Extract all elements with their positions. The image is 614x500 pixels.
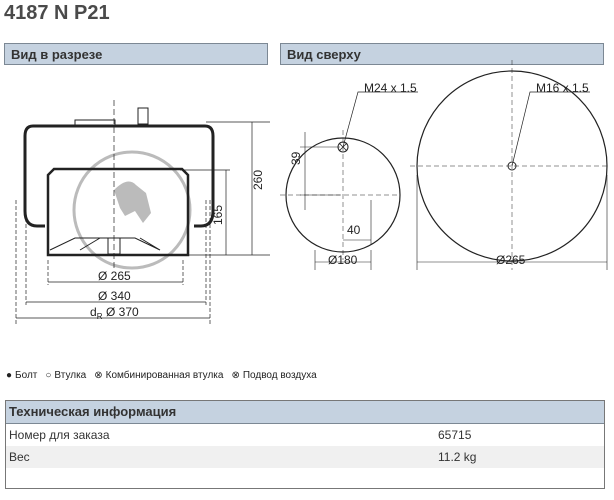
cross-section-header: Вид в разрезе <box>4 43 268 65</box>
legend-item-bushing: ○Втулка <box>45 370 87 381</box>
height-260-label: 260 <box>251 170 265 190</box>
combined-circle-icon: ⊗ <box>94 370 103 381</box>
diameter-265-label: Ø 265 <box>98 269 131 283</box>
row-value: 65715 <box>438 428 472 442</box>
diameter-340-label: Ø 340 <box>98 289 131 303</box>
cross-circle-icon: ⊗ <box>231 370 240 381</box>
dim-40-label: 40 <box>347 223 361 237</box>
diameter-180-label: Ø180 <box>328 253 358 267</box>
table-row: Вес 11.2 kg <box>6 446 604 468</box>
horse-logo-icon <box>114 181 151 223</box>
dim-39-label: 39 <box>289 151 303 165</box>
row-label: Вес <box>9 450 30 464</box>
legend-item-air-inlet: ⊗Подвод воздуха <box>231 370 317 381</box>
filled-circle-icon: ● <box>6 370 13 381</box>
diameter-370-label: Ø 370 <box>106 305 139 319</box>
m24-label: M24 x 1.5 <box>364 81 417 95</box>
height-165-label: 165 <box>211 205 225 225</box>
table-row: Номер для заказа 65715 <box>6 424 604 446</box>
open-circle-icon: ○ <box>45 370 52 381</box>
row-label: Номер для заказа <box>9 428 110 442</box>
continental-watermark <box>72 150 192 270</box>
legend: ●Болт ○Втулка ⊗Комбинированная втулка ⊗П… <box>6 370 317 381</box>
technical-drawing: 260 165 Ø 265 Ø 340 dR Ø 370 M24 x 1.5 3… <box>15 60 610 325</box>
top-view-drawing: M24 x 1.5 39 40 Ø180 M16 x 1.5 Ø265 <box>280 60 610 270</box>
product-title: 4187 N P21 <box>4 2 110 24</box>
legend-item-bolt: ●Болт <box>6 370 38 381</box>
row-value: 11.2 kg <box>438 450 477 464</box>
tech-info-header: Техническая информация <box>6 401 604 424</box>
dr-label: dR <box>90 305 103 321</box>
tech-info-table: Техническая информация Номер для заказа 6… <box>5 400 605 489</box>
m16-label: M16 x 1.5 <box>536 81 589 95</box>
legend-item-combined-bushing: ⊗Комбинированная втулка <box>94 370 224 381</box>
cross-section-drawing: 260 165 Ø 265 Ø 340 dR Ø 370 <box>15 100 270 325</box>
diameter-265-top-label: Ø265 <box>496 253 526 267</box>
top-view-header: Вид сверху <box>280 43 604 65</box>
